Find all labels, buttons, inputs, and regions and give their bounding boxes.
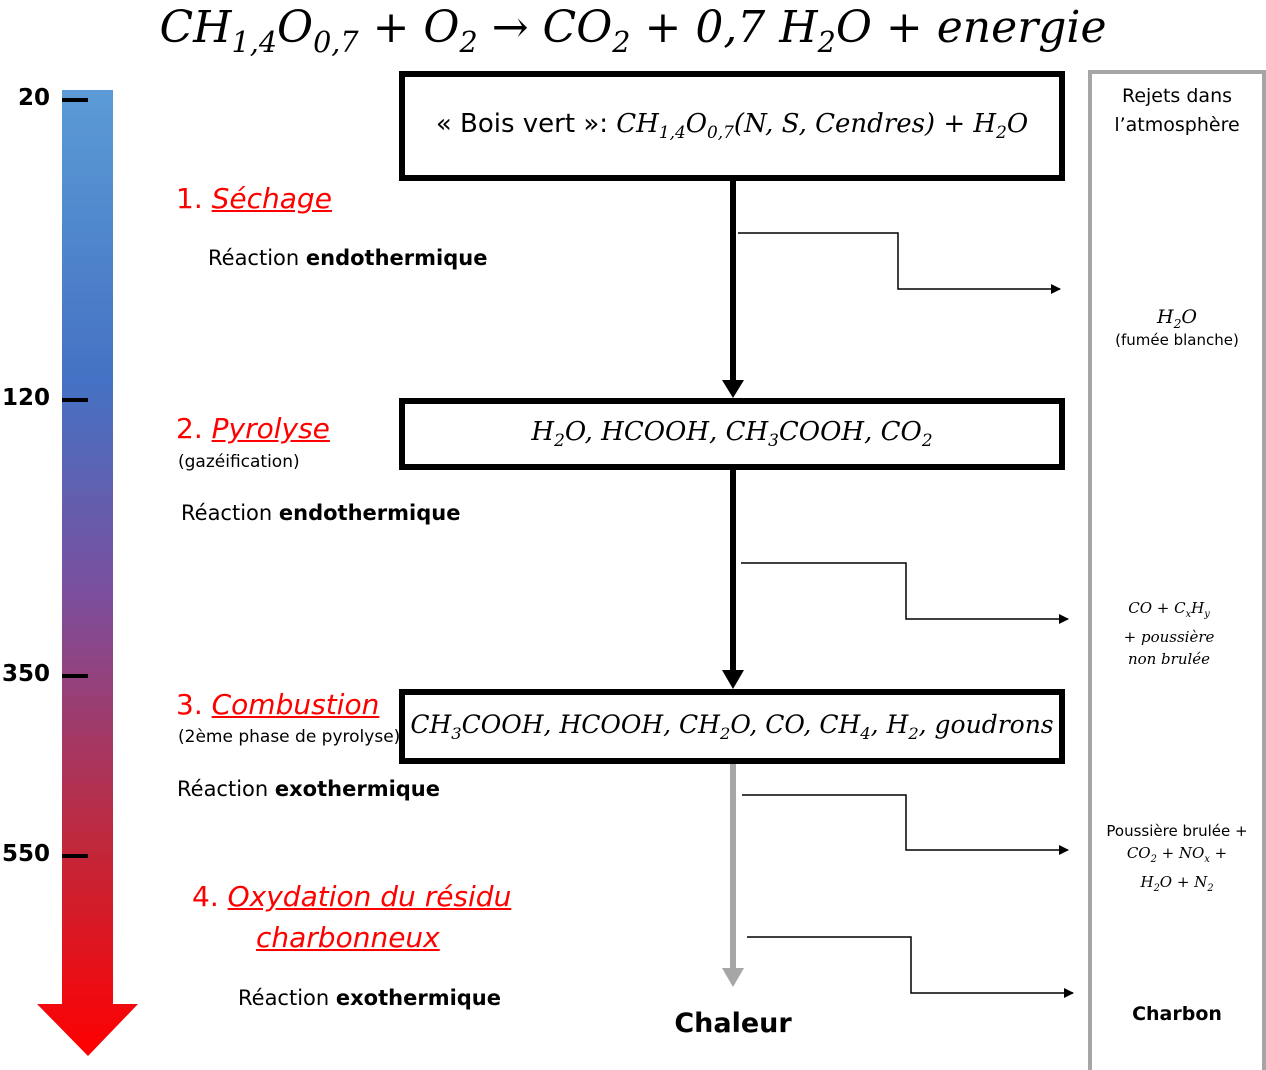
side-arrow-4 (747, 936, 1074, 998)
temperature-label-550: 550 (1, 841, 50, 867)
temperature-tick-20 (62, 98, 88, 102)
step-4-title: 4. Oxydation du résidu (192, 880, 512, 913)
panel-header: Rejets dans l’atmosphère (1114, 85, 1240, 136)
step-4-reaction: Réaction exothermique (238, 986, 501, 1010)
atmosphere-panel (1088, 70, 1266, 1070)
box-bois-vert: « Bois vert »: CH1,4O0,7(N, S, Cendres) … (399, 71, 1065, 181)
step-1-title: 1. Séchage (176, 182, 332, 215)
release-h2o: H2O (fumée blanche) (1115, 306, 1239, 349)
temperature-tick-120 (62, 397, 88, 402)
temperature-arrow (37, 90, 138, 1056)
side-arrow-3 (742, 794, 1069, 855)
flow-arrowhead-1 (722, 380, 744, 398)
step-3-note: (2ème phase de pyrolyse) (178, 727, 401, 747)
step-3-title: 3. Combustion (176, 688, 380, 721)
side-arrow-1 (738, 232, 1061, 294)
main-equation: CH1,4O0,7 + O2 → CO2 + 0,7 H2O + energie (159, 2, 1107, 59)
release-co-cxhy: CO + CxHy + poussière non brulée (1123, 599, 1215, 668)
box-pyrolyse-products: H2O, HCOOH, CH3COOH, CO2 (399, 398, 1065, 470)
flow-arrowhead-3 (722, 968, 744, 987)
temperature-label-20: 20 (17, 85, 50, 111)
temperature-label-350: 350 (1, 661, 50, 687)
temperature-tick-550 (62, 854, 88, 858)
box-combustion-products: CH3COOH, HCOOH, CH2O, CO, CH4, H2, goudr… (399, 689, 1065, 764)
step-3-reaction: Réaction exothermique (177, 777, 440, 801)
chaleur-label: Chaleur (674, 1008, 792, 1039)
release-charbon: Charbon (1132, 1003, 1222, 1025)
side-arrow-2 (741, 562, 1069, 624)
step-4-title-line2: charbonneux (256, 921, 440, 954)
flow-arrowhead-2 (722, 670, 744, 689)
step-2-note: (gazéification) (178, 452, 300, 472)
step-2-title: 2. Pyrolyse (176, 412, 330, 445)
release-combustion-gases: Poussière brulée + CO2 + NOx + H2O + N2 (1106, 822, 1248, 894)
temperature-label-120: 120 (1, 384, 50, 411)
temperature-tick-350 (62, 674, 88, 678)
step-1-reaction: Réaction endothermique (208, 246, 488, 270)
step-2-reaction: Réaction endothermique (181, 501, 461, 525)
